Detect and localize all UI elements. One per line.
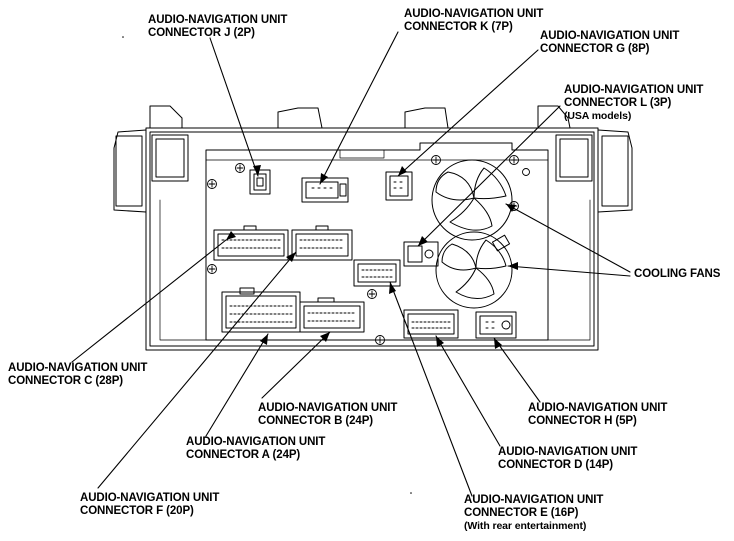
label-line: CONNECTOR B (24P) bbox=[258, 415, 374, 427]
leader-fan-upper bbox=[505, 203, 631, 273]
screws bbox=[207, 155, 530, 345]
label-line: CONNECTOR J (2P) bbox=[148, 27, 255, 39]
label-line: CONNECTOR C (28P) bbox=[8, 375, 124, 387]
label-connector-c: AUDIO-NAVIGATION UNIT CONNECTOR C (28P) bbox=[8, 362, 147, 388]
label-connector-f: AUDIO-NAVIGATION UNIT CONNECTOR F (20P) bbox=[80, 492, 219, 518]
leader-j bbox=[209, 37, 259, 177]
connector-a bbox=[221, 287, 301, 333]
label-connector-h: AUDIO-NAVIGATION UNIT CONNECTOR H (5P) bbox=[528, 402, 667, 428]
label-connector-e: AUDIO-NAVIGATION UNIT CONNECTOR E (16P) … bbox=[464, 494, 603, 533]
leader-d bbox=[435, 335, 501, 447]
connector-h bbox=[475, 311, 517, 339]
connector-l bbox=[403, 241, 439, 267]
leader-g bbox=[397, 49, 539, 177]
cooling-fan-lower bbox=[435, 231, 513, 309]
label-line: CONNECTOR H (5P) bbox=[528, 415, 637, 427]
leader-fan-lower bbox=[507, 265, 631, 277]
unit-housing bbox=[113, 127, 633, 351]
connector-d bbox=[403, 309, 459, 339]
leader-b bbox=[261, 331, 331, 399]
leader-c bbox=[71, 239, 227, 363]
connector-f bbox=[291, 225, 353, 261]
cooling-fan-upper bbox=[431, 159, 513, 241]
label-line: AUDIO-NAVIGATION UNIT bbox=[148, 14, 288, 26]
leader-arrows bbox=[226, 165, 518, 349]
label-connector-g: AUDIO-NAVIGATION UNIT CONNECTOR G (8P) bbox=[540, 30, 679, 56]
label-line: AUDIO-NAVIGATION UNIT bbox=[564, 84, 704, 96]
connector-b bbox=[299, 297, 365, 333]
label-connector-k: AUDIO-NAVIGATION UNIT CONNECTOR K (7P) bbox=[404, 8, 543, 34]
label-line: AUDIO-NAVIGATION UNIT bbox=[464, 494, 604, 506]
label-line: CONNECTOR E (16P) bbox=[464, 507, 579, 519]
label-line: AUDIO-NAVIGATION UNIT bbox=[186, 436, 326, 448]
mounting-brackets bbox=[149, 105, 571, 129]
connector-k bbox=[301, 177, 349, 203]
label-line: CONNECTOR A (24P) bbox=[186, 449, 301, 461]
label-line: (With rear entertainment) bbox=[464, 520, 587, 532]
label-connector-d: AUDIO-NAVIGATION UNIT CONNECTOR D (14P) bbox=[498, 446, 637, 472]
label-line: CONNECTOR F (20P) bbox=[80, 505, 194, 517]
leader-l bbox=[417, 105, 561, 247]
specks bbox=[122, 36, 412, 494]
connector-e bbox=[353, 259, 401, 287]
label-line: AUDIO-NAVIGATION UNIT bbox=[528, 402, 668, 414]
label-line: CONNECTOR L (3P) bbox=[564, 97, 672, 109]
leader-h bbox=[493, 337, 541, 403]
label-line: CONNECTOR D (14P) bbox=[498, 459, 614, 471]
label-line: AUDIO-NAVIGATION UNIT bbox=[258, 402, 398, 414]
label-line: CONNECTOR G (8P) bbox=[540, 43, 650, 55]
label-cooling-fans: COOLING FANS bbox=[634, 268, 720, 281]
leader-lines bbox=[71, 31, 631, 497]
label-line: CONNECTOR K (7P) bbox=[404, 21, 513, 33]
label-line: AUDIO-NAVIGATION UNIT bbox=[80, 492, 220, 504]
label-connector-l: AUDIO-NAVIGATION UNIT CONNECTOR L (3P) (… bbox=[564, 84, 703, 123]
label-line: COOLING FANS bbox=[634, 268, 721, 280]
leader-a bbox=[205, 333, 269, 437]
label-connector-b: AUDIO-NAVIGATION UNIT CONNECTOR B (24P) bbox=[258, 402, 397, 428]
leader-e bbox=[389, 281, 473, 497]
label-line: AUDIO-NAVIGATION UNIT bbox=[540, 30, 680, 42]
label-connector-j: AUDIO-NAVIGATION UNIT CONNECTOR J (2P) bbox=[148, 14, 287, 40]
connector-g bbox=[385, 171, 413, 201]
leader-f bbox=[97, 251, 297, 489]
connector-c bbox=[213, 225, 289, 261]
label-line: AUDIO-NAVIGATION UNIT bbox=[8, 362, 148, 374]
label-line: (USA models) bbox=[564, 110, 632, 122]
label-line: AUDIO-NAVIGATION UNIT bbox=[404, 8, 544, 20]
label-connector-a: AUDIO-NAVIGATION UNIT CONNECTOR A (24P) bbox=[186, 436, 325, 462]
label-line: AUDIO-NAVIGATION UNIT bbox=[498, 446, 638, 458]
leader-k bbox=[319, 31, 399, 185]
connector-j bbox=[249, 169, 271, 195]
